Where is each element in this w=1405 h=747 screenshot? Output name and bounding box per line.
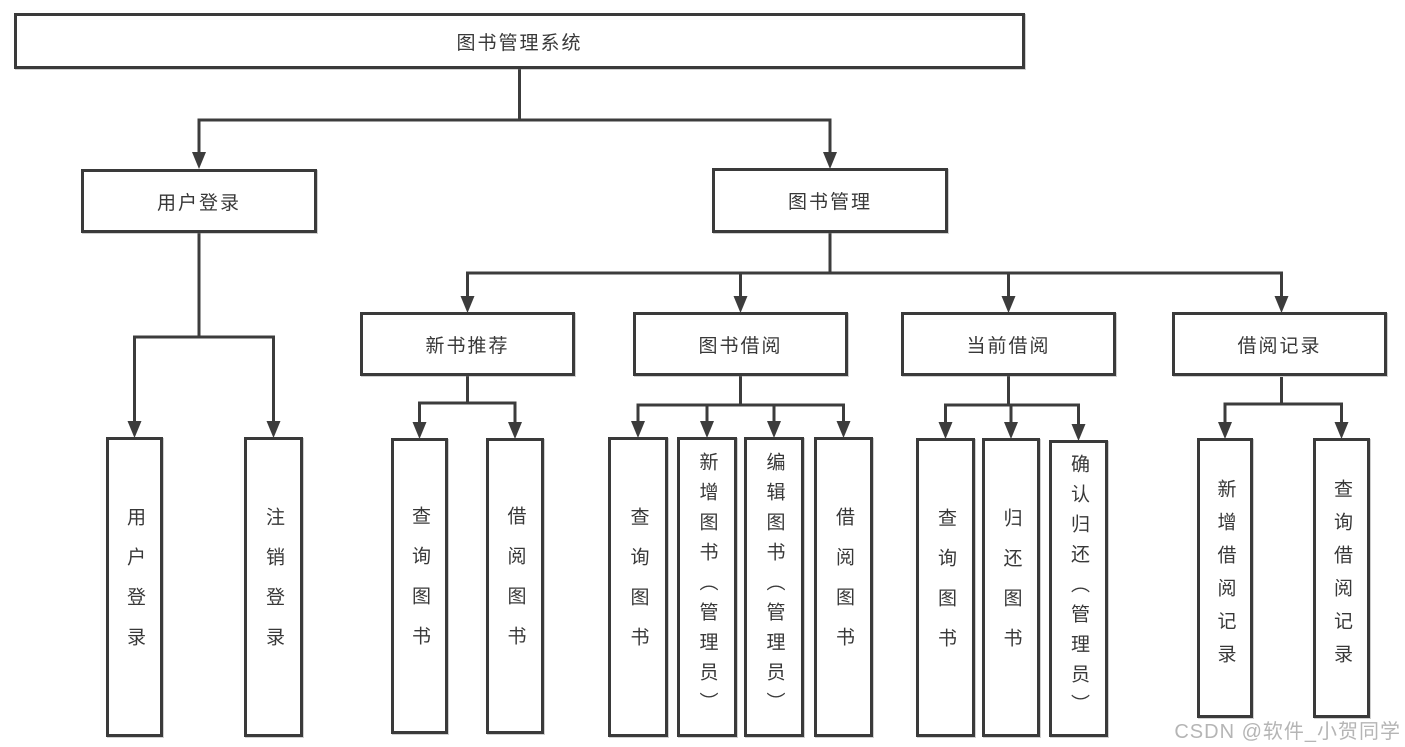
- node-label: 查询图书: [409, 506, 430, 666]
- node-book-borrowing: 图书借阅: [633, 312, 848, 376]
- node-label: 用户登录: [124, 507, 145, 667]
- node-label: 注销登录: [263, 507, 284, 667]
- leaf-query-books-current: 查询图书: [916, 438, 975, 737]
- leaf-query-borrow-record: 查询借阅记录: [1313, 438, 1370, 718]
- node-label: 新增图书（管理员）: [696, 452, 718, 722]
- node-label: 新增借阅记录: [1214, 479, 1236, 677]
- leaf-edit-book-admin: 编辑图书（管理员）: [744, 437, 804, 737]
- leaf-user-login: 用户登录: [106, 437, 163, 737]
- node-label: 用户登录: [156, 192, 241, 214]
- node-label: 查询图书: [627, 507, 649, 667]
- leaf-borrow-books: 借阅图书: [814, 437, 873, 737]
- node-label: 借阅记录: [1237, 335, 1322, 357]
- node-label: 借阅图书: [504, 506, 526, 666]
- leaf-confirm-return-admin: 确认归还（管理员）: [1049, 440, 1108, 737]
- connector-trunks: [133, 69, 1343, 426]
- leaf-return-books: 归还图书: [982, 438, 1040, 737]
- leaf-logout: 注销登录: [244, 437, 303, 737]
- node-label: 查询借阅记录: [1331, 479, 1352, 677]
- node-label: 图书借阅: [698, 335, 783, 357]
- node-book-management: 图书管理: [712, 168, 948, 233]
- node-label: 归还图书: [1000, 507, 1022, 668]
- node-borrow-records: 借阅记录: [1172, 312, 1387, 376]
- leaf-add-borrow-record: 新增借阅记录: [1197, 438, 1253, 718]
- node-label: 确认归还（管理员）: [1068, 453, 1089, 724]
- leaf-borrow-books-recommend: 借阅图书: [486, 438, 544, 734]
- node-new-book-recommend: 新书推荐: [360, 312, 575, 376]
- node-label: 新书推荐: [425, 335, 510, 357]
- node-label: 编辑图书（管理员）: [763, 452, 785, 722]
- csdn-watermark: CSDN @软件_小贺同学: [1174, 721, 1401, 743]
- node-user-login: 用户登录: [81, 169, 317, 233]
- node-library-management-system: 图书管理系统: [14, 13, 1025, 69]
- node-current-borrowing: 当前借阅: [901, 312, 1116, 376]
- leaf-query-books-borrowing: 查询图书: [608, 437, 668, 737]
- leaf-query-books-recommend: 查询图书: [391, 438, 448, 734]
- node-label: 图书管理系统: [456, 32, 583, 54]
- node-label: 当前借阅: [966, 335, 1051, 357]
- leaf-add-book-admin: 新增图书（管理员）: [677, 437, 737, 737]
- arrowheads: [127, 152, 1349, 441]
- node-label: 查询图书: [935, 507, 956, 668]
- node-label: 借阅图书: [833, 507, 854, 667]
- node-label: 图书管理: [787, 192, 872, 213]
